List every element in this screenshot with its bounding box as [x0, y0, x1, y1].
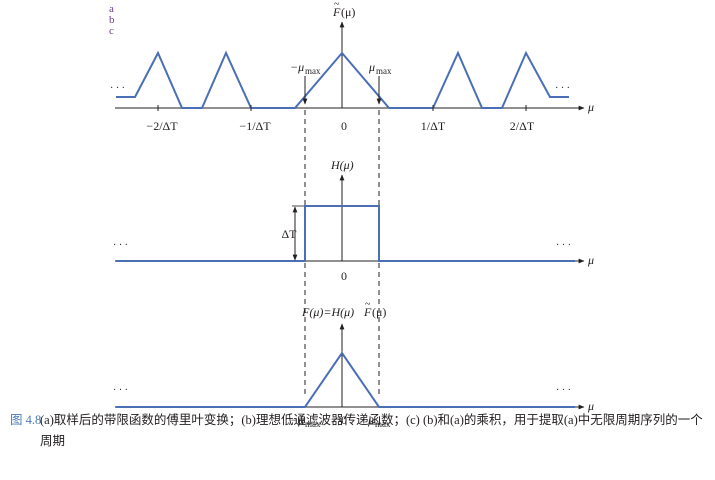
panel-b-height-label: ΔT: [281, 227, 297, 241]
panel-a-title-arg: (μ): [341, 5, 355, 19]
panel-a-tick-label: 0: [341, 119, 347, 133]
panel-a-x-label: μ: [587, 100, 594, 114]
panel-c: F(μ)=H(μ) F ~ (μ) −μ max 0 μ max μ · · ·…: [113, 299, 594, 429]
panel-c-title-tilde: ~: [365, 299, 371, 310]
panel-a-mu-pos-label: μ: [368, 60, 375, 74]
panel-a-ellipsis-left: · · ·: [110, 83, 125, 94]
panel-label-c: c: [109, 25, 114, 37]
panel-a-title-tilde: ~: [334, 0, 340, 10]
panel-a-tick-label: 1/ΔT: [421, 119, 446, 133]
panel-c-zero-label: 0: [341, 413, 347, 427]
panel-label-b: b: [109, 14, 115, 26]
panel-c-product-curve: [116, 351, 575, 408]
panel-a-mu-neg-label: −μ: [290, 60, 304, 74]
panel-c-ellipsis-left: · · ·: [113, 385, 128, 396]
panel-labels: a b c: [109, 4, 115, 37]
panel-c-x-label: μ: [587, 399, 594, 413]
panel-c-mu-pos-label: μ: [367, 413, 374, 427]
panel-a-tick-label: −2/ΔT: [146, 119, 178, 133]
panel-c-title-prefix: F(μ)=H(μ): [301, 305, 354, 319]
panel-a-ellipsis-right: · · ·: [555, 83, 570, 94]
panel-a-spectrum-curve: [116, 50, 569, 109]
panel-a-tick-label: −1/ΔT: [239, 119, 271, 133]
panel-a-tick-label: 2/ΔT: [510, 119, 535, 133]
panel-c-ellipsis-right: · · ·: [556, 385, 571, 396]
caption-text: (a)取样后的带限函数的傅里叶变换；(b)理想低通滤波器传递函数；(c) (b)…: [40, 413, 703, 448]
panel-a-title-f: F: [332, 5, 341, 19]
panel-c-title-f: F: [363, 305, 372, 319]
panel-c-mu-pos-sub: max: [375, 419, 391, 429]
panel-a-mu-pos-sub: max: [376, 66, 392, 76]
panel-a-ticks: −2/ΔT −1/ΔT 0 1/ΔT 2/ΔT: [146, 105, 535, 133]
panel-a: · · · · · · F ~ (μ) −μ max μ max μ −2/ΔT…: [110, 0, 594, 133]
panel-b-title: H(μ): [330, 158, 354, 172]
panel-b-filter-curve: [116, 205, 575, 262]
panel-c-mu-neg-sub: max: [305, 419, 321, 429]
panel-a-mu-neg-sub: max: [305, 66, 321, 76]
panel-label-a: a: [109, 3, 114, 15]
figure-number: 图 4.8: [10, 413, 42, 427]
panel-b: H(μ) ΔT 0 μ · · · · · ·: [113, 158, 594, 283]
panel-c-title-suffix: (μ): [372, 305, 386, 319]
panel-b-ellipsis-left: · · ·: [113, 240, 128, 251]
panel-b-zero-label: 0: [341, 269, 347, 283]
panel-c-mu-neg-label: −μ: [290, 413, 304, 427]
panel-b-ellipsis-right: · · ·: [556, 240, 571, 251]
panel-b-x-label: μ: [587, 253, 594, 267]
